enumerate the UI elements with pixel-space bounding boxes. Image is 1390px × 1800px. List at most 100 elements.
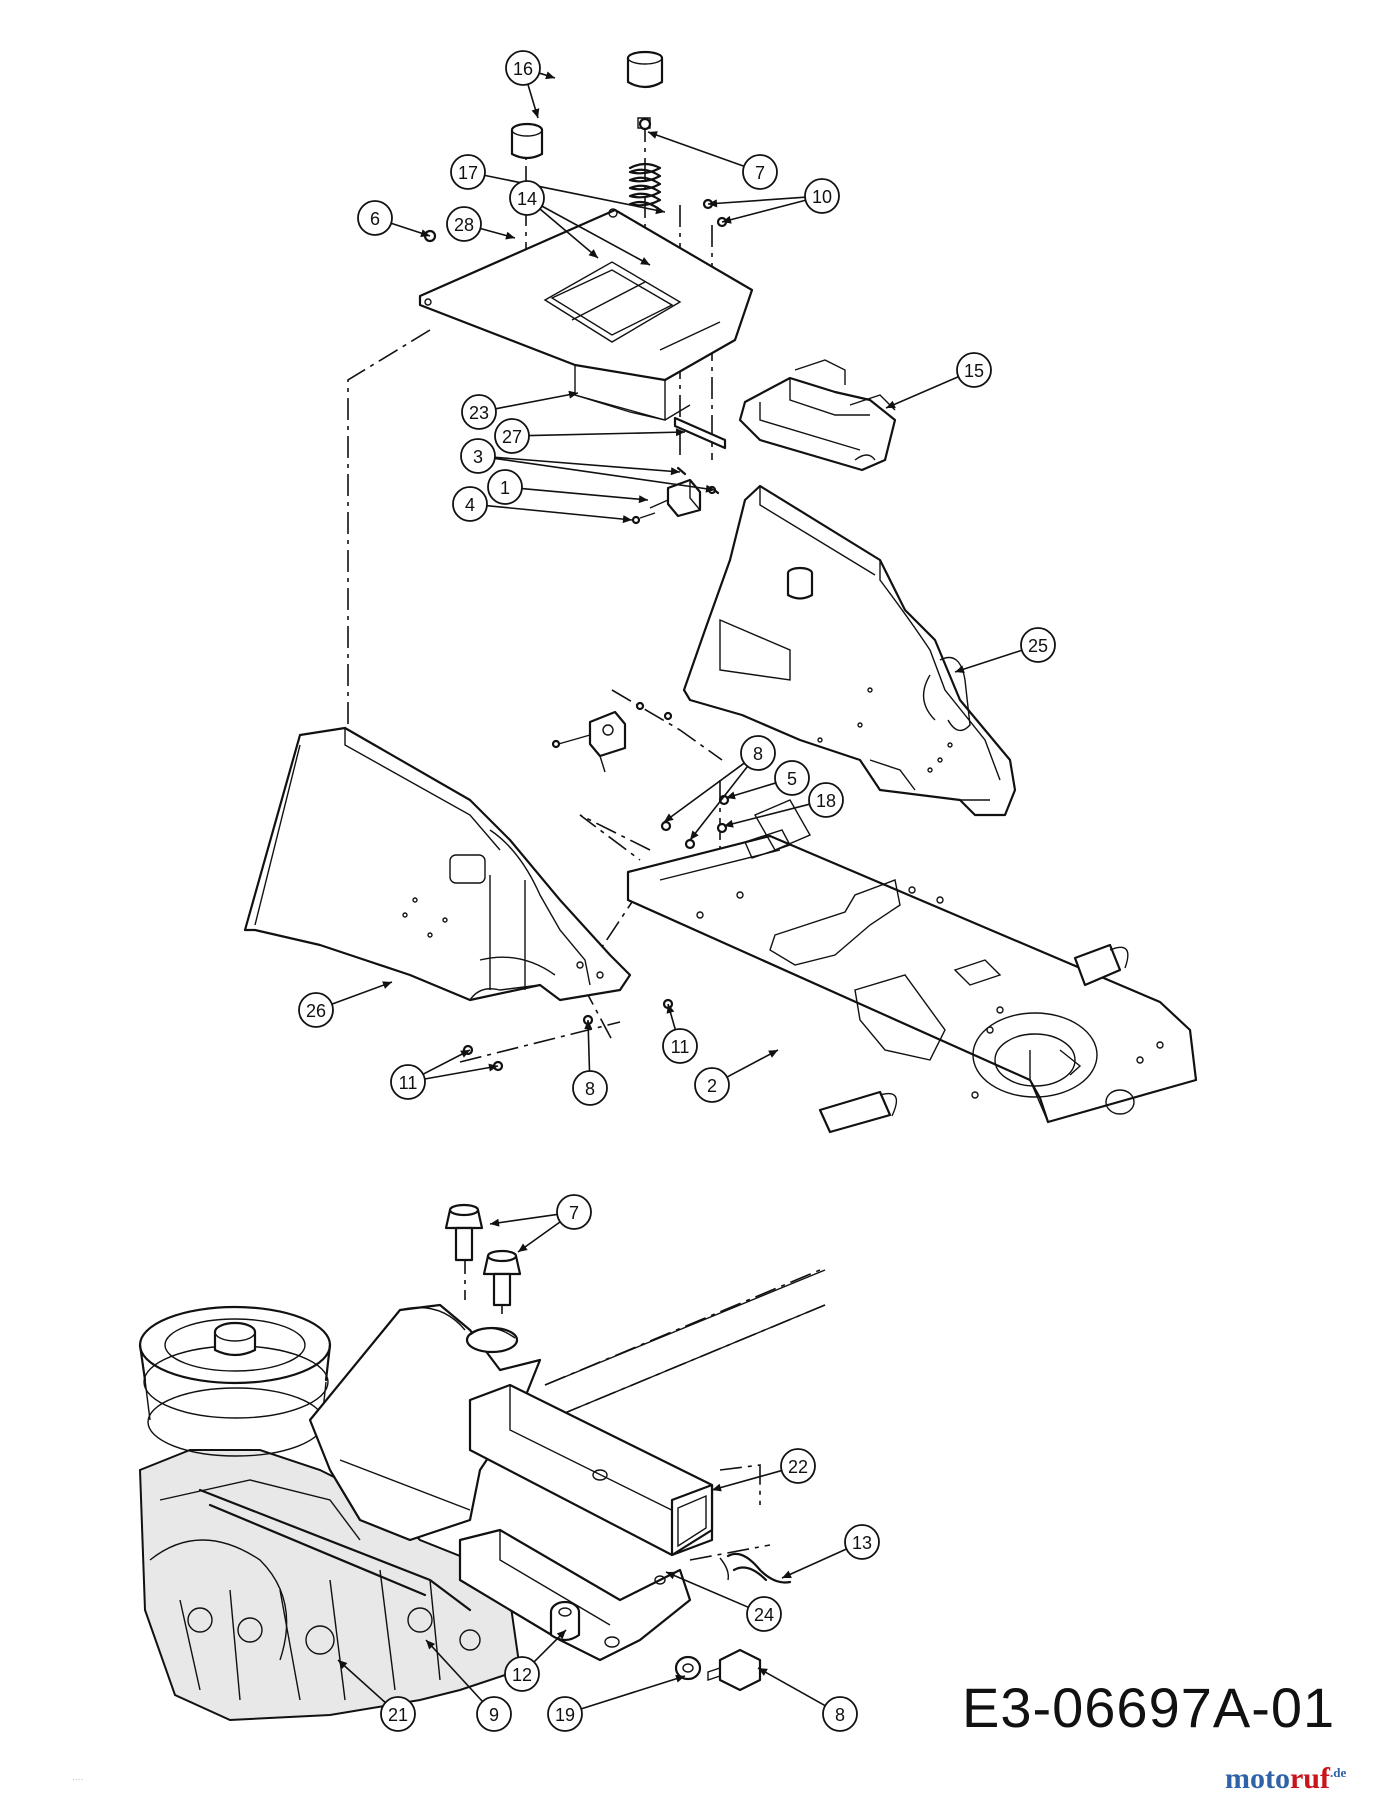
callout-bubble: [774, 760, 810, 796]
leader-line: [885, 376, 959, 409]
callout-c22: 22: [711, 1448, 816, 1492]
leader-line: [425, 1639, 484, 1703]
callout-c19: 19: [547, 1674, 686, 1732]
leader-arrowhead: [675, 1674, 685, 1683]
leader-line: [337, 1659, 386, 1704]
callout-bubble: [956, 352, 992, 388]
leader-line: [521, 487, 649, 501]
callout-c1: 1: [487, 469, 649, 505]
callout-bubble: [662, 1028, 698, 1064]
leader-arrowhead: [488, 1063, 498, 1072]
seat-pan-28: [418, 208, 754, 421]
leader-line: [721, 199, 806, 223]
callout-number: 6: [370, 209, 380, 229]
callout-c8b: 8: [572, 1019, 608, 1106]
leader-arrowhead: [490, 1218, 500, 1227]
callout-c25: 25: [954, 627, 1056, 674]
callout-bubble: [822, 1696, 858, 1732]
leader-line: [781, 1548, 847, 1579]
callout-number: 16: [513, 59, 533, 79]
leader-arrowhead: [531, 108, 540, 118]
callout-c12: 12: [504, 1629, 567, 1692]
callout-number: 15: [964, 361, 984, 381]
callout-number: 28: [454, 215, 474, 235]
callout-bubble: [450, 154, 486, 190]
callout-bubble: [746, 1596, 782, 1632]
callout-bubble: [509, 180, 545, 216]
brand-part2: ruf: [1289, 1762, 1330, 1795]
callout-number: 7: [569, 1203, 579, 1223]
leader-arrowhead: [420, 229, 430, 238]
callout-c10: 10: [707, 178, 840, 224]
leader-line: [726, 1049, 779, 1078]
spacer-12: [549, 1600, 581, 1642]
leader-arrowhead: [588, 249, 598, 258]
leader-line: [494, 456, 681, 473]
leader-arrowhead: [708, 199, 718, 208]
leader-line: [484, 174, 666, 213]
callout-number: 2: [707, 1076, 717, 1096]
seat-switch-1: [639, 478, 702, 519]
callout-bubble: [740, 735, 776, 771]
leader-arrowhead: [955, 665, 965, 674]
leader-line: [723, 803, 810, 827]
callout-c14: 14: [509, 180, 651, 266]
main-frame-2: [626, 799, 1198, 1134]
callout-c26: 26: [298, 981, 393, 1028]
callout-c8a: 8: [663, 735, 776, 841]
seat-bracket-23: [574, 394, 691, 421]
callout-number: 14: [517, 189, 537, 209]
callout-c23: 23: [461, 390, 579, 430]
leader-arrowhead: [638, 495, 648, 504]
leader-arrowhead: [712, 1483, 722, 1492]
leader-line: [489, 1213, 558, 1225]
leader-arrowhead: [664, 813, 674, 822]
callout-number: 17: [458, 163, 478, 183]
leader-arrowhead: [705, 484, 715, 493]
leader-line: [424, 1065, 499, 1080]
callout-c7b: 7: [489, 1194, 592, 1253]
callout-c27: 27: [494, 418, 686, 454]
seat-bumper-16-bottom: [510, 122, 544, 160]
callout-number: 13: [852, 1533, 872, 1553]
leader-arrowhead: [460, 1050, 470, 1058]
callout-c17: 17: [450, 154, 666, 215]
bolt-8-lower: [707, 1648, 762, 1692]
callout-number: 22: [788, 1457, 808, 1477]
callout-number: 21: [388, 1705, 408, 1725]
callout-c11b: 11: [390, 1049, 499, 1100]
leader-arrowhead: [568, 390, 578, 399]
leader-arrowhead: [426, 1640, 436, 1650]
callout-bubble: [504, 1656, 540, 1692]
callout-number: 18: [816, 791, 836, 811]
callout-number: 8: [585, 1079, 595, 1099]
fasteners: [423, 117, 730, 1072]
callout-number: 11: [671, 1037, 690, 1057]
callout-number: 26: [306, 1001, 326, 1021]
callout-c9: 9: [425, 1639, 512, 1732]
corner-mark: ....: [72, 1773, 84, 1783]
leader-arrowhead: [666, 1571, 676, 1580]
callout-number: 19: [555, 1705, 575, 1725]
callout-number: 3: [473, 447, 483, 467]
callout-c24: 24: [665, 1571, 782, 1632]
leader-arrowhead: [518, 1243, 528, 1252]
transaxle-assembly: [138, 1449, 522, 1722]
callout-number: 8: [835, 1705, 845, 1725]
callout-c3: 3: [460, 438, 716, 493]
callout-number: 24: [754, 1605, 774, 1625]
leader-arrowhead: [545, 71, 555, 80]
leader-arrowhead: [768, 1050, 778, 1058]
leader-line: [647, 131, 745, 168]
leader-arrowhead: [722, 215, 732, 224]
hitch-tube-22: [468, 1383, 714, 1557]
leader-line: [757, 1667, 826, 1707]
rear-panel-25: [682, 484, 1017, 817]
callout-number: 5: [787, 769, 797, 789]
callout-bubble: [390, 1064, 426, 1100]
hitch-pin-13: [719, 1552, 792, 1584]
leader-line: [541, 205, 651, 266]
